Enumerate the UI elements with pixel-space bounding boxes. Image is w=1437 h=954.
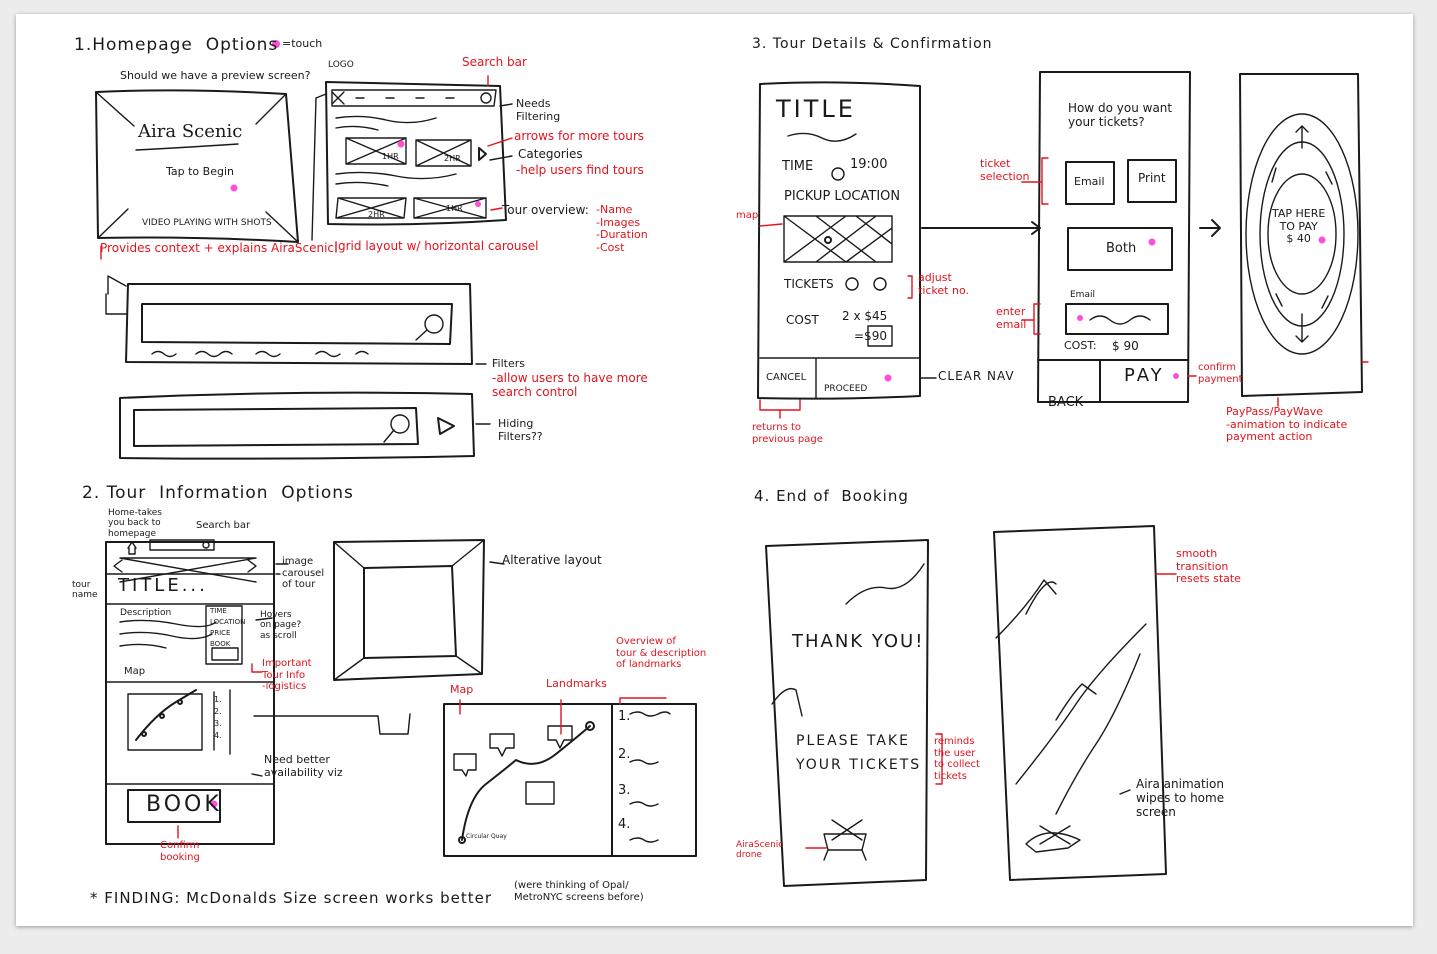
map-panel-label: Map bbox=[450, 683, 474, 696]
alt-layout-label: Alterative layout bbox=[502, 553, 602, 567]
hiding-filters: Hiding Filters?? bbox=[498, 417, 543, 443]
tour-card-1-duration: 1HR bbox=[382, 152, 399, 161]
tour-card-4-duration: 1HR bbox=[446, 204, 463, 213]
reminds-note: reminds the user to collect tickets bbox=[934, 736, 980, 782]
tour-information-sketches bbox=[105, 539, 697, 857]
tour-card-2-duration: 2HR bbox=[444, 154, 461, 163]
print-option: Print bbox=[1138, 171, 1166, 185]
details-title: TITLE bbox=[776, 95, 856, 123]
landmark-2: 2. bbox=[618, 747, 631, 762]
sketch-drawing bbox=[95, 40, 1369, 887]
section-3-heading: 3. Tour Details & Confirmation bbox=[752, 36, 993, 52]
cost-summary-value: $ 90 bbox=[1112, 339, 1139, 353]
description-label: Description bbox=[120, 608, 172, 618]
video-note: VIDEO PLAYING WITH SHOTS bbox=[142, 218, 272, 228]
sketch-sheet: 1.Homepage Options =touch Should we have… bbox=[16, 14, 1413, 926]
end-of-booking-sketches bbox=[765, 525, 1177, 887]
overview-note: Overview of tour & description of landma… bbox=[616, 636, 707, 670]
pay-button: PAY bbox=[1124, 365, 1165, 386]
search-bar-label: Search bar bbox=[462, 55, 527, 69]
needs-filtering: Needs Filtering bbox=[516, 97, 561, 123]
preview-question: Should we have a preview screen? bbox=[120, 69, 311, 82]
back-button: BACK bbox=[1048, 395, 1084, 410]
thank-you-text: THANK YOU! bbox=[792, 631, 925, 652]
circular-quay-label: Circular Quay bbox=[466, 833, 507, 840]
book-button: BOOK bbox=[146, 792, 222, 817]
home-note: Home-takes you back to homepage bbox=[108, 508, 162, 539]
tour-overview-label: Tour overview: bbox=[502, 203, 589, 217]
filters-note: -allow users to have more search control bbox=[492, 371, 648, 399]
map-list: 1. 2. 3. 4. bbox=[214, 695, 222, 740]
arrows-note: arrows for more tours bbox=[514, 129, 645, 143]
hovers-note: Hovers on page? as scroll bbox=[260, 610, 302, 641]
landmark-3: 3. bbox=[618, 783, 631, 798]
enter-email-note: enter email bbox=[996, 305, 1027, 331]
search-bar-label-2: Search bar bbox=[196, 520, 251, 531]
time-value: 19:00 bbox=[850, 157, 888, 172]
confirm-booking-note: Confirm booking bbox=[160, 840, 200, 863]
cost-label: COST bbox=[786, 313, 819, 327]
homepage-sketches bbox=[95, 40, 513, 460]
logo-label: LOGO bbox=[328, 60, 354, 70]
filters-label: Filters bbox=[492, 357, 525, 370]
section-2-heading: 2. Tour Information Options bbox=[82, 483, 354, 503]
adjust-note: adjust ticket no. bbox=[918, 271, 969, 297]
preview-title: Aira Scenic bbox=[138, 121, 243, 142]
landmark-4: 4. bbox=[618, 817, 631, 832]
returns-note: returns to previous page bbox=[752, 422, 823, 445]
tickets-label: TICKETS bbox=[784, 277, 834, 291]
drone-note: AiraScenic drone bbox=[736, 840, 784, 861]
landmark-1: 1. bbox=[618, 709, 631, 724]
smooth-transition-note: smooth transition resets state bbox=[1176, 547, 1241, 586]
map-label: Map bbox=[124, 666, 146, 677]
cost-total: =$90 bbox=[854, 329, 887, 343]
finding-note: * FINDING: McDonalds Size screen works b… bbox=[90, 889, 493, 907]
tap-to-begin: Tap to Begin bbox=[166, 165, 234, 178]
time-label: TIME bbox=[782, 159, 814, 174]
landmarks-label: Landmarks bbox=[546, 677, 607, 690]
finding-aside: (were thinking of Opal/ MetroNYC screens… bbox=[514, 880, 644, 903]
categories-label: Categories bbox=[518, 147, 583, 161]
image-carousel-label: image carousel of tour bbox=[282, 556, 325, 590]
clear-nav-note: CLEAR NAV bbox=[938, 369, 1015, 383]
grid-note: grid layout w/ horizontal carousel bbox=[338, 239, 539, 253]
aira-animation-note: Aira animation wipes to home screen bbox=[1136, 777, 1225, 819]
email-field-label: Email bbox=[1070, 290, 1095, 300]
how-question: How do you want your tickets? bbox=[1068, 101, 1173, 129]
proceed-button: PROCEED bbox=[824, 384, 868, 394]
cost-calc: 2 x $45 bbox=[842, 309, 888, 323]
email-option: Email bbox=[1074, 175, 1105, 188]
tour-name-label: tour name bbox=[72, 580, 98, 601]
section-1-heading: 1.Homepage Options bbox=[74, 35, 279, 55]
pickup-label: PICKUP LOCATION bbox=[784, 189, 901, 204]
provides-note: Provides context + explains AiraScenic bbox=[100, 241, 334, 255]
please-take-tickets: PLEASE TAKE YOUR TICKETS bbox=[796, 733, 922, 773]
help-note: -help users find tours bbox=[516, 163, 644, 177]
ticket-selection-note: ticket selection bbox=[980, 157, 1030, 183]
tour-title: TITLE... bbox=[118, 575, 208, 596]
tour-details-sketches bbox=[757, 71, 1369, 419]
need-better-note: Need better availability viz bbox=[264, 753, 343, 779]
cost-summary-label: COST: bbox=[1064, 339, 1097, 352]
overview-items: -Name -Images -Duration -Cost bbox=[596, 203, 648, 254]
confirm-payment-note: confirm payment bbox=[1198, 362, 1243, 385]
tour-card-3-duration: 2HR bbox=[368, 210, 385, 219]
map-note: map bbox=[736, 210, 759, 221]
both-option: Both bbox=[1106, 241, 1137, 256]
touch-legend: =touch bbox=[282, 37, 323, 50]
paypass-note: PayPass/PayWave -animation to indicate p… bbox=[1226, 405, 1348, 444]
important-note: Important Tour Info -logistics bbox=[262, 658, 312, 692]
section-4-heading: 4. End of Booking bbox=[754, 487, 909, 505]
cancel-button: CANCEL bbox=[766, 372, 807, 383]
info-box: TIME LOCATION PRICE BOOK bbox=[210, 607, 246, 648]
tap-to-pay: TAP HERE TO PAY $ 40 bbox=[1272, 207, 1326, 246]
